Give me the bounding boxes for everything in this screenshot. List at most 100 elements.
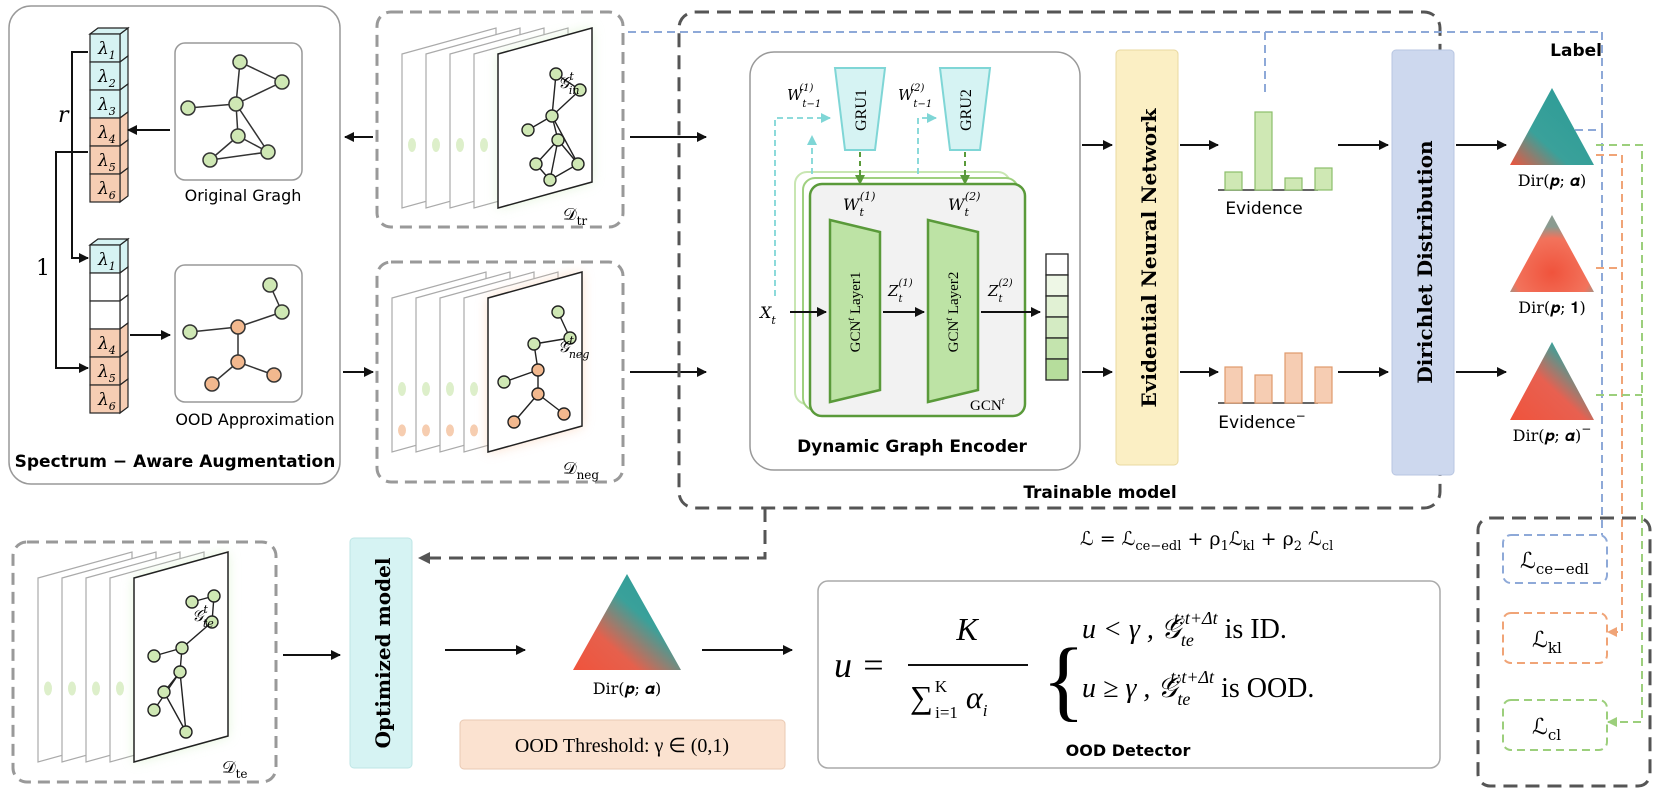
w-prev2-label: Wt−1(2) — [898, 83, 932, 110]
lambda-bottom-cell: λ4 — [89, 321, 129, 359]
lambda-top-label: λ5 — [97, 151, 116, 174]
w2-label: Wt(2) — [948, 190, 980, 219]
embedding-vector — [1045, 253, 1069, 381]
front-graph — [497, 305, 577, 429]
dir-alpha-to-lkl — [1596, 154, 1623, 637]
dir-neg-triangle — [1510, 342, 1594, 420]
lambda-bottom-cell: λ6 — [89, 377, 129, 415]
lambda-top-cell: λ5 — [89, 138, 129, 176]
loss-equation: ℒ = ℒce−edl + ρ1ℒkl + ρ2 ℒcl — [1080, 528, 1333, 554]
gcn-layer1 — [828, 218, 882, 404]
trainable-model-box — [677, 10, 1442, 510]
lcl-box — [1502, 699, 1608, 751]
evidence-histogram — [1218, 111, 1333, 191]
evidence-bar — [1224, 366, 1243, 404]
one-bracket — [55, 151, 89, 373]
u-equals: u = — [834, 645, 885, 685]
gru1-label: GRU1 — [853, 89, 870, 131]
gcn-t-label: GCNt — [970, 396, 1005, 414]
one-label: 1 — [36, 256, 50, 281]
case-ood: u ≥ γ , 𝒢tet:t+Δt is OOD. — [1082, 667, 1314, 709]
lambda-top-label: λ3 — [97, 95, 116, 118]
graph-slice-front — [497, 27, 593, 209]
embedding-cell — [1045, 295, 1069, 318]
xt-to-gru1 — [774, 113, 831, 296]
lambda-top-cell: λ3 — [89, 82, 129, 120]
dte-stack — [37, 551, 229, 763]
lambda-top-label: λ6 — [97, 179, 116, 202]
evidence-neg-histogram — [1218, 352, 1333, 404]
lambda-bottom-cell: λ1 — [88, 237, 130, 275]
spectrum-title: Spectrum − Aware Augmentation — [15, 452, 336, 472]
evidence-bar — [1254, 374, 1273, 404]
evidential-nn-block — [1115, 49, 1179, 466]
case-id: u < γ , 𝒢tet:t+Δt is ID. — [1082, 608, 1287, 650]
dneg-label: 𝒟neg — [563, 459, 599, 482]
r-bracket — [71, 51, 89, 263]
lambda-top-cell: λ2 — [89, 54, 129, 92]
dtr-stack — [401, 27, 593, 209]
z1-label: Zt(1) — [887, 278, 913, 305]
dte-box — [11, 540, 278, 784]
dirichlet-block — [1391, 49, 1455, 476]
lce-box — [1502, 534, 1608, 584]
embedding-cell — [1045, 274, 1069, 297]
dneg-box — [375, 260, 625, 484]
lce-label: ℒce−edl — [1520, 549, 1589, 578]
evidence-bar — [1284, 352, 1303, 404]
front-graph — [521, 67, 587, 187]
z1-to-gru2 — [917, 113, 937, 174]
lambda-top-label: λ1 — [97, 39, 116, 62]
trainable-model-label: Trainable model — [1023, 483, 1176, 503]
w-prev1-label: Wt−1(1) — [787, 83, 821, 110]
dir-bottom-label: Dir(𝒑; 𝜶) — [593, 679, 662, 698]
lambda-bottom-label: λ4 — [97, 334, 116, 357]
dtr-label: 𝒟tr — [563, 205, 587, 228]
xt-label: Xt — [758, 303, 776, 327]
evidence-bar — [1314, 366, 1333, 404]
r-label: r — [58, 103, 70, 128]
cases-brace: { — [1042, 631, 1085, 730]
embedding-cell — [1045, 316, 1069, 339]
frac-numerator: K — [955, 611, 979, 647]
dir-alpha-label: Dir(𝒑; 𝜶) — [1518, 171, 1587, 190]
feedback-arrow — [418, 508, 767, 564]
ood-approx-label: OOD Approximation — [175, 410, 334, 429]
gcn-layer2 — [926, 218, 980, 404]
evidence-bar — [1314, 167, 1333, 191]
lambda-bottom-label: λ6 — [97, 390, 116, 413]
gru1-block — [833, 67, 887, 151]
label-to-lce — [1591, 130, 1603, 565]
lambda-bottom-label: λ1 — [97, 250, 116, 273]
lambda-top-label: λ2 — [97, 67, 116, 90]
label-text: Label — [1550, 41, 1602, 61]
optimized-model-block — [349, 537, 413, 769]
gcn-layer2-label: GCNt Layer2 — [944, 272, 962, 353]
evidence-neg-label: Evidence− — [1218, 409, 1305, 433]
lambda-top-label: λ4 — [97, 123, 116, 146]
evidence-bar — [1224, 171, 1243, 191]
lambda-bottom-cell — [89, 293, 129, 331]
lambda-stack-bottom: λ1 λ4 λ5 λ6 — [88, 237, 130, 415]
evidential-nn-label: Evidential Neural Network — [1137, 107, 1161, 407]
ood-detector-box — [817, 580, 1441, 769]
optimized-model-label: Optimized model — [371, 557, 395, 748]
lkl-box — [1502, 612, 1608, 664]
dir-one-triangle — [1510, 215, 1594, 292]
dtr-box — [375, 10, 625, 229]
gcn-layer1-label: GCNt Layer1 — [846, 272, 864, 353]
dir-neg-label: Dir(𝒑; 𝜶)− — [1513, 422, 1592, 445]
original-graph — [180, 54, 290, 168]
ood-threshold-box — [459, 719, 786, 770]
lkl-label: ℒkl — [1532, 628, 1562, 657]
ood-threshold-label: OOD Threshold: γ ∈ (0,1) — [515, 735, 729, 757]
lambda-top-cell: λ1 — [88, 26, 130, 64]
dir-alpha-triangle — [1510, 88, 1594, 165]
lambda-bottom-label: λ5 — [97, 362, 116, 385]
embedding-cell — [1045, 253, 1069, 276]
lambda-top-cell: λ6 — [89, 166, 129, 204]
